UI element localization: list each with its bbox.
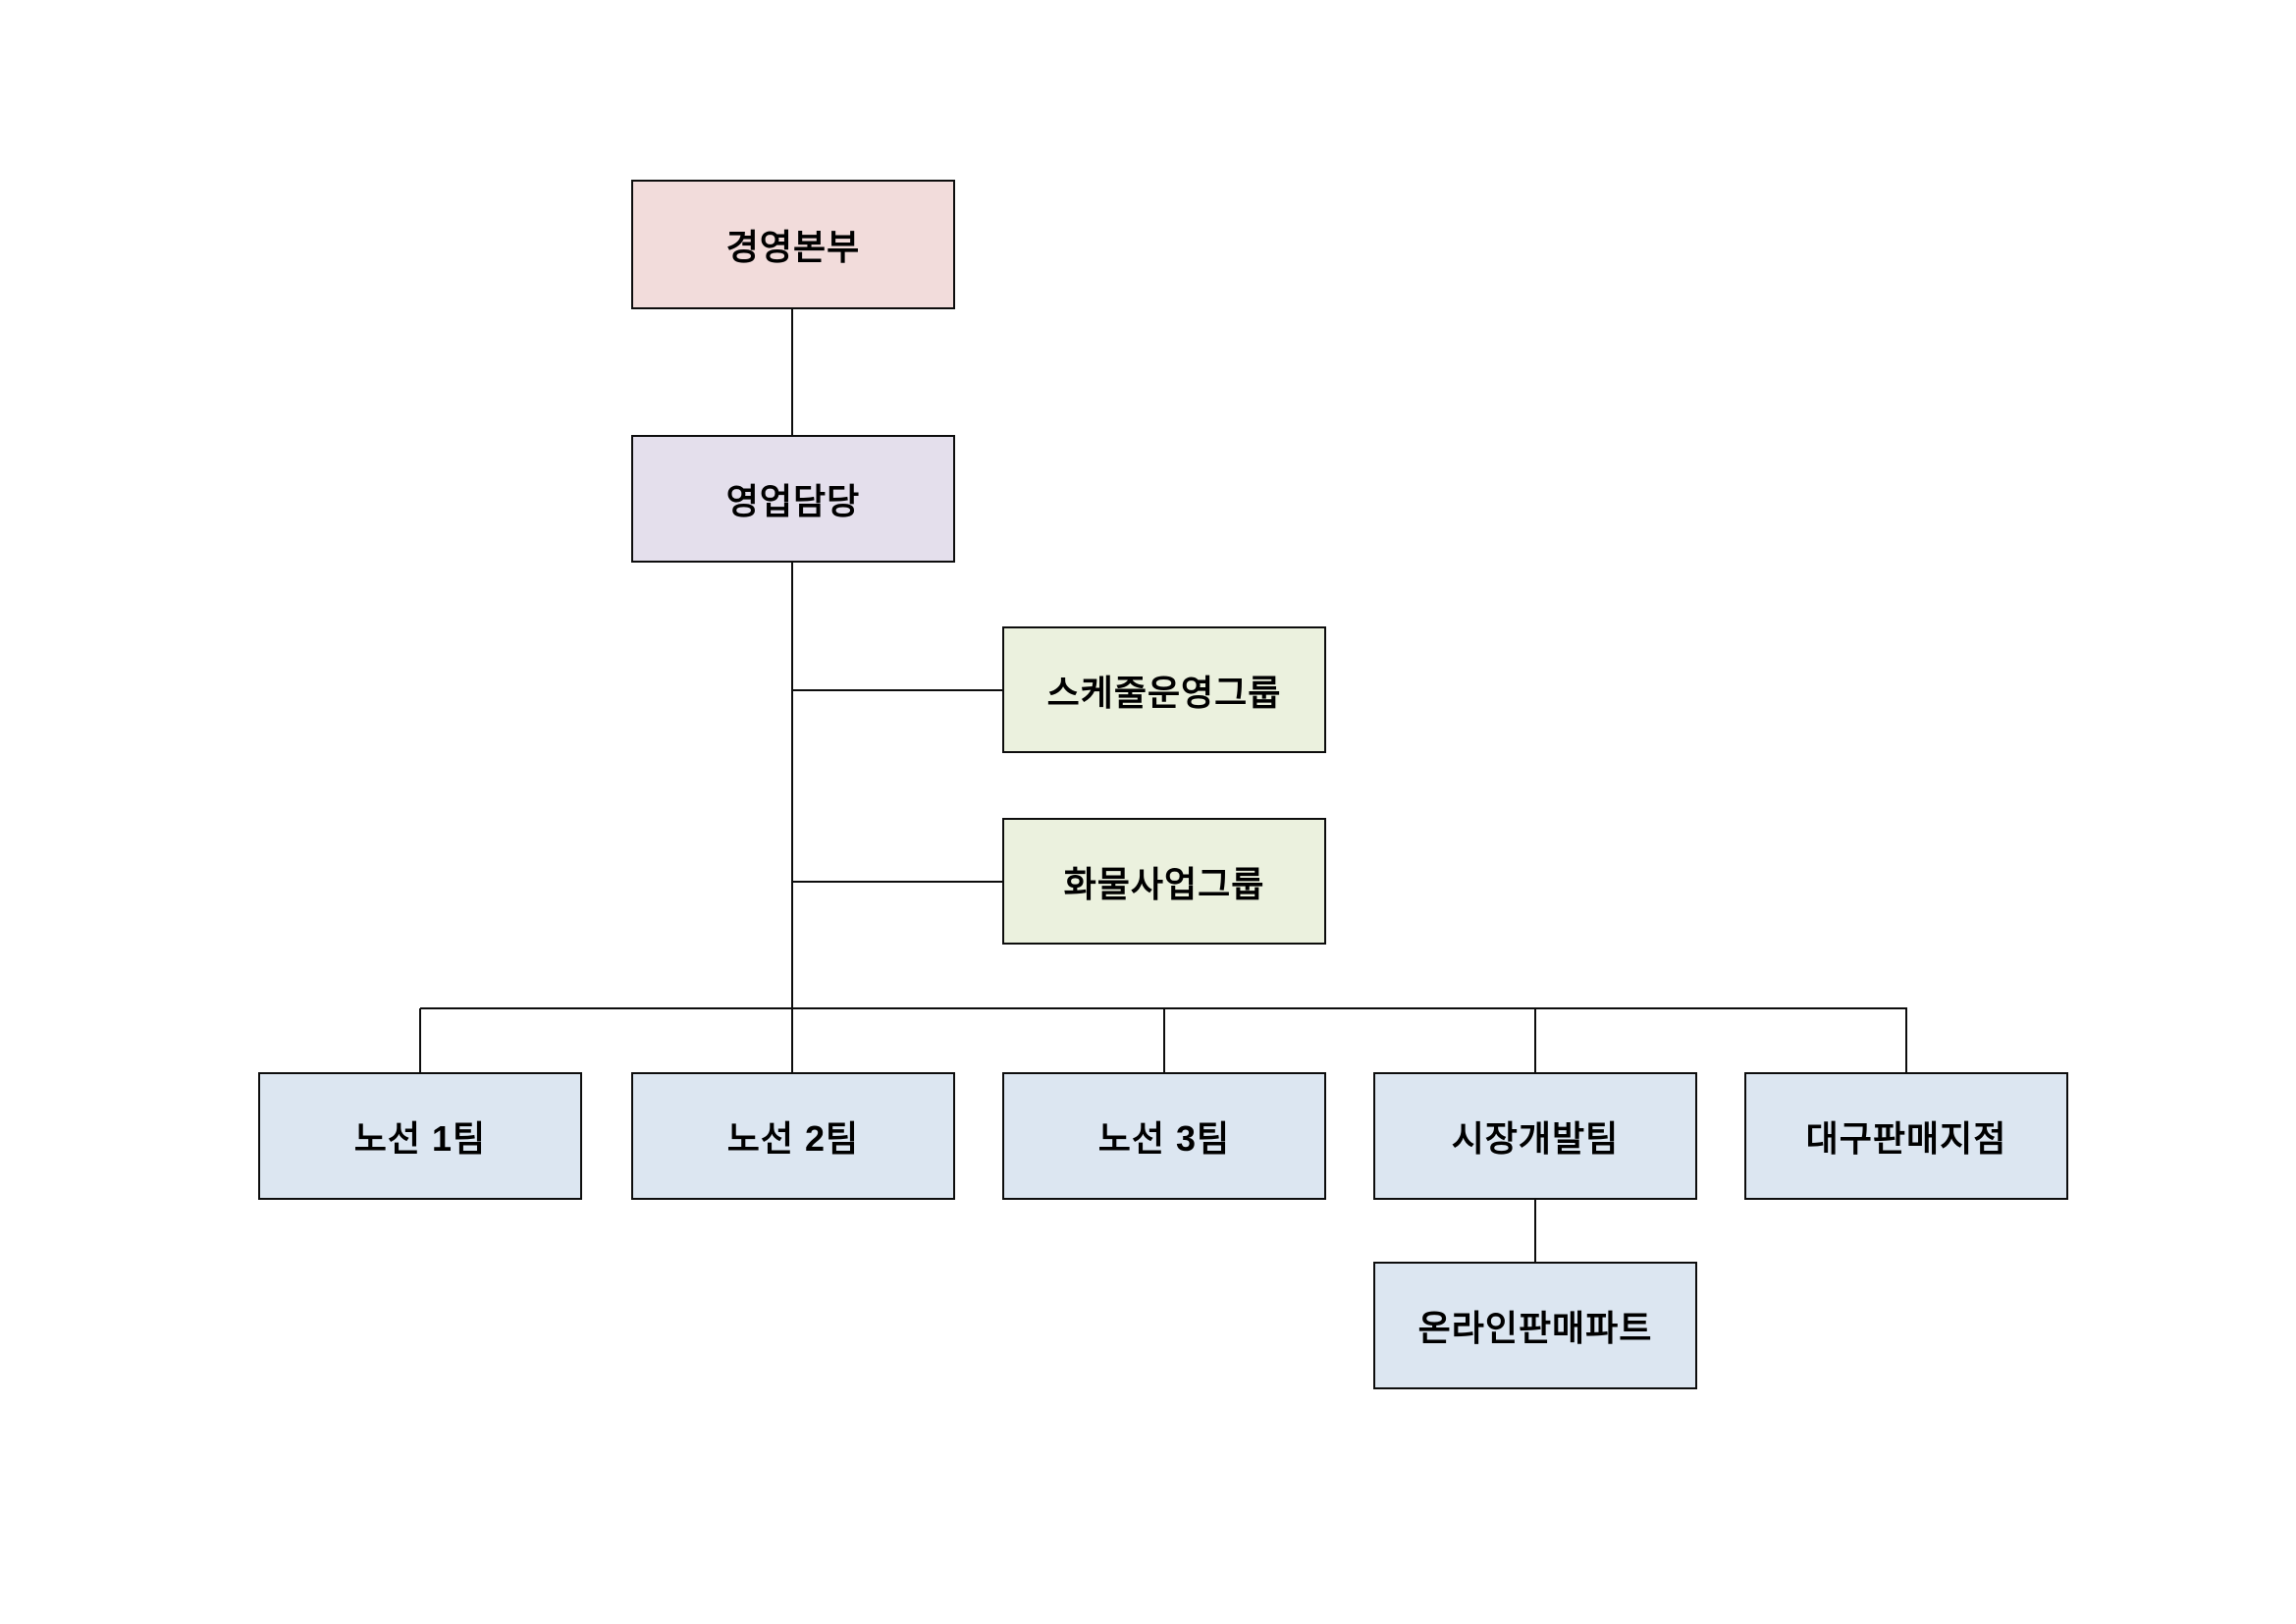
node-label-sales-lead: 영업담당	[725, 481, 861, 521]
node-label-schedule-operations-group: 스케줄운영그룹	[1046, 672, 1282, 713]
node-label-route-team-1: 노선 1팀	[353, 1118, 487, 1159]
node-route-team-1[interactable]: 노선 1팀	[258, 1072, 582, 1200]
connector-hq-to-sales	[790, 309, 794, 437]
node-label-route-team-3: 노선 3팀	[1097, 1118, 1231, 1159]
connector-drop-route-team-1	[418, 1008, 422, 1074]
connector-stub-to-cargo-group	[792, 880, 1002, 884]
node-route-team-2[interactable]: 노선 2팀	[631, 1072, 955, 1200]
connector-stub-to-schedule-group	[792, 688, 1002, 692]
connector-drop-route-team-3	[1162, 1008, 1166, 1074]
node-cargo-business-group[interactable]: 화물사업그룹	[1002, 818, 1326, 945]
connector-drop-market-dev-team	[1533, 1008, 1537, 1074]
connector-marketdev-to-online	[1533, 1200, 1537, 1264]
node-label-market-development-team: 시장개발팀	[1451, 1118, 1620, 1159]
node-sales-lead[interactable]: 영업담당	[631, 435, 955, 563]
node-label-route-team-2: 노선 2팀	[726, 1118, 860, 1159]
node-label-daegu-sales-branch: 대구판매지점	[1805, 1118, 2007, 1159]
connector-drop-daegu-branch	[1904, 1008, 1908, 1074]
node-label-online-sales-part: 온라인판매파트	[1417, 1308, 1653, 1348]
node-schedule-operations-group[interactable]: 스케줄운영그룹	[1002, 626, 1326, 753]
node-route-team-3[interactable]: 노선 3팀	[1002, 1072, 1326, 1200]
connector-sales-trunk-to-team2	[790, 563, 794, 1074]
node-label-cargo-business-group: 화물사업그룹	[1063, 863, 1265, 904]
node-management-hq[interactable]: 경영본부	[631, 180, 955, 309]
node-daegu-sales-branch[interactable]: 대구판매지점	[1744, 1072, 2068, 1200]
node-online-sales-part[interactable]: 온라인판매파트	[1373, 1262, 1697, 1389]
node-market-development-team[interactable]: 시장개발팀	[1373, 1072, 1697, 1200]
node-label-management-hq: 경영본부	[725, 227, 861, 267]
